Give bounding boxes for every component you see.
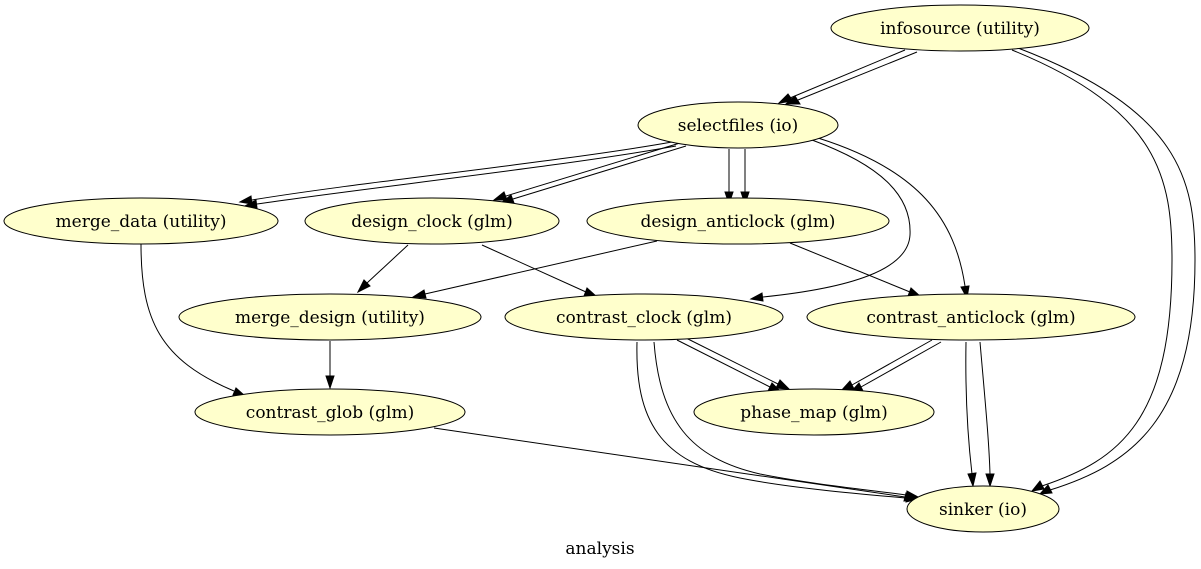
nodes: infosource (utility) selectfiles (io) me… — [3, 4, 1136, 533]
edge-merge_design-contrast_glob — [325, 341, 335, 390]
edge-merge_data-contrast_glob — [140, 243, 247, 397]
node-label: infosource (utility) — [880, 19, 1040, 39]
edges — [140, 47, 1196, 503]
node-selectfiles[interactable]: selectfiles (io) — [637, 101, 839, 149]
edge-infosource-sinker — [1017, 47, 1196, 495]
edge-design_anticlock-merge_design — [411, 240, 658, 299]
edge-design_clock-merge_design — [356, 244, 409, 294]
edge-contrast_anticlock-sinker — [965, 341, 977, 488]
node-sinker[interactable]: sinker (io) — [906, 485, 1060, 533]
node-merge_data[interactable]: merge_data (utility) — [3, 197, 279, 245]
node-design_anticlock[interactable]: design_anticlock (glm) — [586, 197, 890, 245]
edge-infosource-selectfiles — [784, 51, 918, 105]
node-label: merge_design (utility) — [235, 308, 425, 328]
node-phase_map[interactable]: phase_map (glm) — [693, 388, 935, 436]
node-label: contrast_clock (glm) — [556, 308, 732, 328]
node-label: contrast_anticlock (glm) — [866, 308, 1075, 328]
node-design_clock[interactable]: design_clock (glm) — [304, 197, 560, 245]
edge-contrast_anticlock-sinker — [979, 341, 995, 488]
node-label: contrast_glob (glm) — [246, 403, 414, 423]
node-contrast_glob[interactable]: contrast_glob (glm) — [194, 388, 466, 436]
node-label: design_anticlock (glm) — [641, 212, 836, 232]
edge-selectfiles-design_clock — [492, 142, 681, 201]
edge-selectfiles-contrast_clock — [749, 139, 911, 302]
edge-contrast_clock-phase_map — [685, 337, 791, 390]
node-merge_design[interactable]: merge_design (utility) — [178, 293, 482, 341]
edge-infosource-sinker — [1011, 49, 1173, 492]
node-contrast_anticlock[interactable]: contrast_anticlock (glm) — [806, 293, 1136, 341]
node-label: phase_map (glm) — [740, 403, 888, 423]
node-contrast_clock[interactable]: contrast_clock (glm) — [504, 293, 784, 341]
node-label: sinker (io) — [939, 500, 1027, 520]
node-label: selectfiles (io) — [678, 116, 799, 136]
graph-caption: analysis — [565, 539, 634, 559]
node-label: merge_data (utility) — [56, 212, 227, 232]
node-label: design_clock (glm) — [351, 212, 513, 232]
edge-selectfiles-merge_data — [238, 141, 673, 205]
node-infosource[interactable]: infosource (utility) — [830, 4, 1090, 52]
